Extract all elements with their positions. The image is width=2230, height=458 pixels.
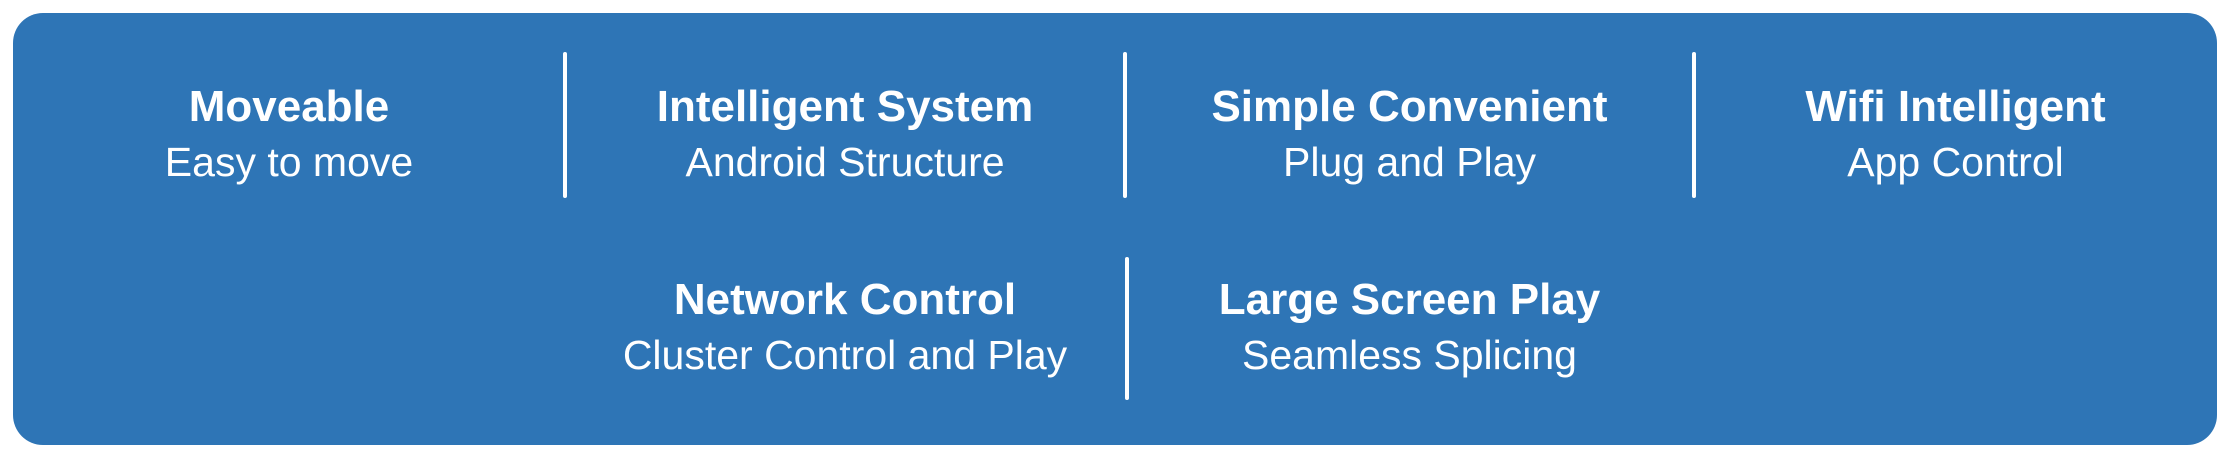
feature-subtitle: App Control <box>1847 139 2064 185</box>
feature-title: Wifi Intelligent <box>1805 82 2106 131</box>
feature-title: Moveable <box>188 82 390 131</box>
vertical-divider <box>1123 52 1127 198</box>
features-row-2: Network Control Cluster Control and Play… <box>13 229 2217 445</box>
feature-title: Large Screen Play <box>1218 275 1601 324</box>
vertical-divider <box>1125 257 1129 400</box>
feature-card-wifi-intelligent: Wifi Intelligent App Control <box>1694 13 2217 229</box>
feature-title: Simple Convenient <box>1211 82 1608 131</box>
feature-subtitle: Plug and Play <box>1282 139 1536 185</box>
feature-card-simple-convenient: Simple Convenient Plug and Play <box>1125 13 1694 229</box>
feature-title: Network Control <box>673 275 1017 324</box>
feature-card-large-screen-play: Large Screen Play Seamless Splicing <box>1125 229 1694 445</box>
feature-subtitle: Android Structure <box>685 139 1005 185</box>
feature-subtitle: Easy to move <box>164 139 414 185</box>
vertical-divider <box>563 52 567 198</box>
features-banner: Moveable Easy to move Intelligent System… <box>13 13 2217 445</box>
feature-subtitle: Seamless Splicing <box>1242 332 1577 378</box>
feature-card-moveable: Moveable Easy to move <box>13 13 565 229</box>
feature-subtitle: Cluster Control and Play <box>622 332 1068 378</box>
feature-card-network-control: Network Control Cluster Control and Play <box>565 229 1125 445</box>
vertical-divider <box>1692 52 1696 198</box>
features-row-1: Moveable Easy to move Intelligent System… <box>13 13 2217 229</box>
feature-title: Intelligent System <box>656 82 1034 131</box>
feature-card-intelligent-system: Intelligent System Android Structure <box>565 13 1125 229</box>
